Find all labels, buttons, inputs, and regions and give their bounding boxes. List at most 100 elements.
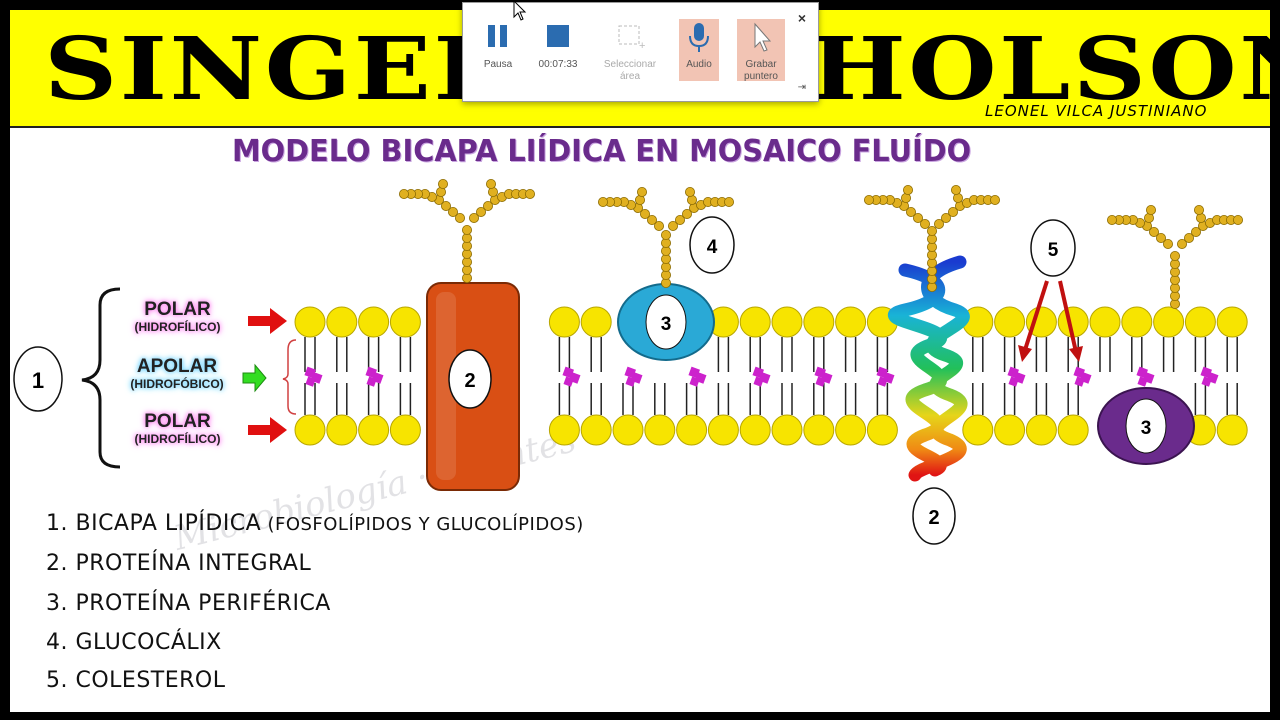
legend-item-5: 5. COLESTEROL [46, 668, 225, 693]
sugar-unit [675, 214, 686, 225]
helix-protein [888, 255, 970, 482]
sugar-unit [640, 208, 651, 219]
lipid-head [389, 306, 421, 338]
legend-item-3-text: 3. PROTEÍNA PERIFÉRICA [46, 591, 331, 616]
close-icon[interactable]: × [797, 10, 806, 26]
stop-button[interactable]: 00:07:33 [531, 19, 585, 81]
svg-text:+: + [639, 40, 645, 52]
audio-label: Audio [686, 59, 712, 70]
title-right: HOLSON [810, 19, 1280, 120]
lipid-head [612, 414, 644, 446]
cholesterol-ring [625, 376, 636, 387]
lipid-head [835, 306, 867, 338]
sugar-unit [682, 208, 693, 219]
cholesterol-molecule [814, 366, 833, 387]
legend-item-3: 3. PROTEÍNA PERIFÉRICA [46, 591, 331, 616]
legend-item-2: 2. PROTEÍNA INTEGRAL [46, 551, 311, 576]
legend-item-4-text: 4. GLUCOCÁLIX [46, 630, 222, 655]
lipid-head [803, 306, 835, 338]
lipid-head [676, 414, 708, 446]
marker-1: 1 [13, 346, 63, 412]
cholesterol-molecule [304, 366, 323, 387]
svg-text:2: 2 [464, 370, 475, 392]
cholesterol-molecule [752, 366, 771, 387]
lipid-head [358, 306, 390, 338]
lipid-head [548, 306, 580, 338]
lipid-head [771, 414, 803, 446]
legend-item-2-text: 2. PROTEÍNA INTEGRAL [46, 551, 312, 576]
lipid-head [1089, 306, 1121, 338]
cholesterol-ring [366, 376, 377, 387]
sugar-unit [1194, 204, 1205, 215]
cholesterol-molecules [304, 366, 1219, 387]
arrow-apolar [242, 363, 267, 393]
lipid-head [962, 414, 994, 446]
lipid-head [326, 414, 358, 446]
sugar-unit [1149, 226, 1160, 237]
cholesterol-ring [877, 376, 888, 387]
sugar-unit [1184, 232, 1195, 243]
label-polar-bottom-main: POLAR [144, 411, 211, 432]
lipid-head [548, 414, 580, 446]
sugar-unit [647, 214, 658, 225]
glycocalyx-peripheral [598, 186, 735, 288]
marker-3-bottom: 3 [1125, 398, 1167, 454]
label-apolar: APOLAR (HIDROFÓBICO) [113, 357, 241, 392]
lipid-head [580, 306, 612, 338]
sugar-unit [668, 220, 679, 231]
lipid-head [294, 306, 326, 338]
sugar-unit [454, 212, 465, 223]
lipid-tails [304, 337, 1238, 415]
arrow-cholesterol-1-head [1018, 345, 1032, 362]
svg-text:5: 5 [1048, 240, 1059, 261]
sugar-unit [927, 225, 938, 236]
sugar-unit [1170, 250, 1181, 261]
lipid-head [803, 414, 835, 446]
recorder-toolbar: Pausa 00:07:33 + Seleccionar área Audio [462, 2, 819, 102]
cholesterol-ring [305, 376, 316, 387]
lipid-head [994, 306, 1026, 338]
sugar-unit [920, 218, 931, 229]
lipid-head [358, 414, 390, 446]
lipid-head [739, 306, 771, 338]
pause-button[interactable]: Pausa [471, 19, 525, 81]
sugar-unit [934, 218, 945, 229]
lipid-head [707, 414, 739, 446]
glycocalyx-lipid [1107, 204, 1244, 309]
legend-item-1: 1. BICAPA LIPÍDICA (FOSFOLÍPIDOS Y GLUCO… [46, 511, 584, 536]
stop-icon [547, 25, 569, 47]
lipid-head [1121, 306, 1153, 338]
marker-3-top: 3 [645, 294, 687, 350]
arrow-cholesterol-2 [1058, 280, 1078, 353]
sugar-unit [468, 212, 479, 223]
cholesterol-ring [1201, 376, 1212, 387]
sugar-unit [1146, 204, 1157, 215]
pause-label: Pausa [483, 59, 513, 70]
pin-icon[interactable]: ⇥ [797, 82, 806, 93]
svg-text:1: 1 [32, 368, 44, 393]
lipid-head [1025, 414, 1057, 446]
cholesterol-ring [1074, 376, 1085, 387]
cholesterol-molecule [365, 366, 384, 387]
integral-protein-highlight [436, 292, 456, 480]
record-pointer-button[interactable]: Grabar puntero [737, 19, 785, 82]
label-apolar-sub: (HIDROFÓBICO) [130, 377, 224, 391]
lipid-head [739, 414, 771, 446]
slide-subtitle: MODELO BICAPA LIÍDICA EN MOSAICO FLUÍDO [232, 134, 972, 169]
sugar-unit [637, 186, 648, 197]
sugar-unit [1156, 232, 1167, 243]
select-area-button[interactable]: + Seleccionar área [599, 19, 661, 82]
lipid-head [294, 414, 326, 446]
cholesterol-ring [1137, 376, 1148, 387]
label-polar-top-sub: (HIDROFÍLICO) [134, 320, 221, 334]
audio-button[interactable]: Audio [679, 19, 719, 81]
lipid-head [771, 306, 803, 338]
pause-icon [488, 25, 507, 47]
sugar-unit [951, 184, 962, 195]
author-name: LEONEL VILCA JUSTINIANO [985, 102, 1208, 120]
lipid-heads [294, 306, 1248, 446]
legend-item-4: 4. GLUCOCÁLIX [46, 630, 222, 655]
arrow-polar-bottom [248, 417, 287, 443]
sugar-unit [598, 196, 609, 207]
sugar-unit [398, 188, 409, 199]
